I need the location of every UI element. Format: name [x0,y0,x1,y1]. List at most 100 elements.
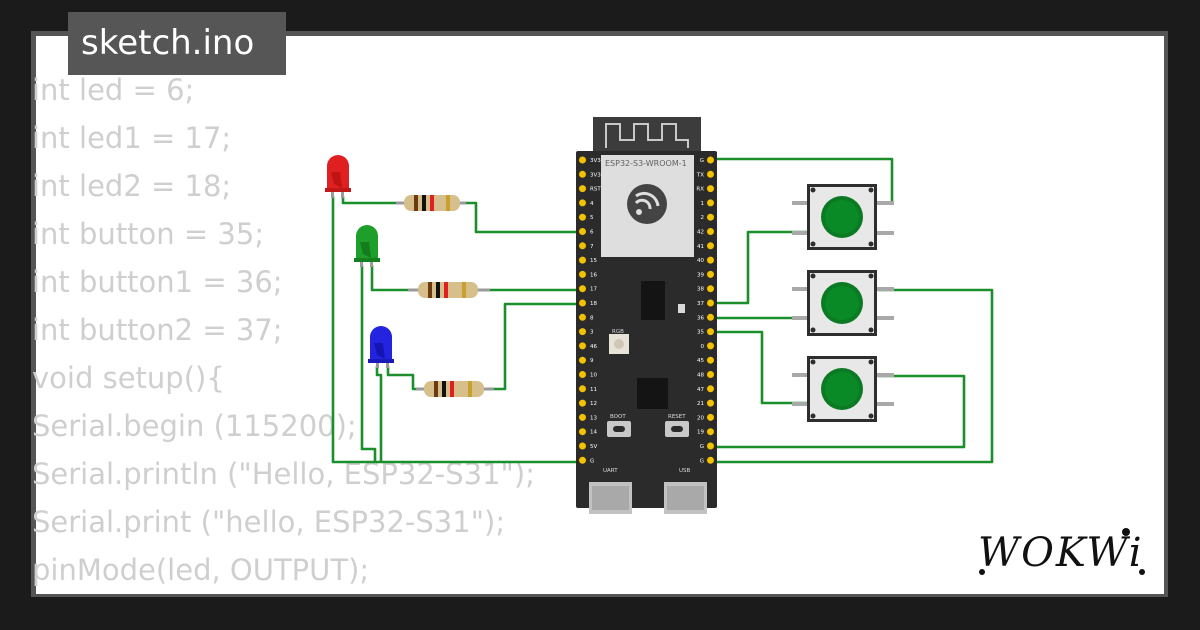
right-pin-label: 47 [697,387,704,393]
led-red[interactable] [325,155,351,198]
left-pin-pad[interactable] [579,185,586,193]
right-pin-pad[interactable] [707,328,714,336]
left-pin-pad[interactable] [579,328,586,336]
right-pin-label: TX [696,172,704,178]
left-pin-pad[interactable] [579,399,586,407]
right-pin-pad[interactable] [707,270,714,278]
right-pin-pad[interactable] [707,385,714,393]
right-pin-label: 21 [697,401,704,407]
left-pin-pad[interactable] [579,299,586,307]
left-pin-label: 15 [590,258,597,264]
left-pin-pad[interactable] [579,199,586,207]
left-pin-pad[interactable] [579,385,586,393]
rgb-label: RGB [612,329,624,335]
right-pin-label: G [700,444,704,450]
wire-blue-led-gnd [375,366,383,462]
left-pin-label: 5 [590,215,594,221]
right-pin-pad[interactable] [707,256,714,264]
right-pin-pad[interactable] [707,356,714,364]
right-pin-label: 1 [701,201,705,207]
left-pin-pad[interactable] [579,371,586,378]
left-pin-label: 3V3 [590,172,601,178]
right-pin-pad[interactable] [707,185,714,193]
code-background: int led = 6; int led1 = 17; int led2 = 1… [32,66,535,594]
left-pin-label: 11 [590,387,597,393]
wire-gnd-button2 [712,288,994,464]
wokwi-logo-text: WOKWi [978,530,1144,576]
left-pin-label: 14 [590,430,597,436]
left-pin-pad[interactable] [579,242,586,250]
left-pin-label: G [590,458,594,464]
right-pin-pad[interactable] [707,199,714,207]
right-pin-label: 41 [697,244,704,250]
right-pin-pad[interactable] [707,428,714,436]
usb-bridge-chip [641,281,665,320]
right-pin-pad[interactable] [707,313,714,321]
file-tab-label: sketch.ino [81,23,255,63]
left-pin-pad[interactable] [579,442,586,450]
left-pin-pad[interactable] [579,213,586,221]
left-pin-pad[interactable] [579,156,586,164]
resistor-1[interactable] [396,195,466,211]
left-pin-pad[interactable] [579,285,586,293]
left-pin-label: 6 [590,230,594,236]
left-pin-pad[interactable] [579,413,586,421]
right-pin-label: 2 [701,215,705,221]
wire-red-led-gnd [331,196,584,464]
left-pin-label: 7 [590,244,594,250]
push-button-2[interactable] [792,270,894,336]
left-pin-pad[interactable] [579,256,586,264]
wire-blue-led-resistor [386,366,420,391]
left-pin-label: 4 [590,201,594,207]
resistor-2[interactable] [408,282,490,298]
code-line: int button = 35; [32,217,265,251]
right-pin-pad[interactable] [707,399,714,407]
code-line: int led = 6; [32,73,195,107]
antenna-trace [605,123,689,148]
right-pin-pad[interactable] [707,285,714,293]
left-pin-pad[interactable] [579,342,586,350]
right-pin-label: 48 [697,373,704,379]
wire-green-led-resistor [370,265,412,292]
left-pin-label: 3V3 [590,158,601,164]
right-pin-pad[interactable] [707,342,714,350]
led-green[interactable] [354,225,380,267]
right-pin-pad[interactable] [707,213,714,221]
usb-label: USB [679,468,691,474]
left-pin-pad[interactable] [579,428,586,436]
right-pin-pad[interactable] [707,442,714,450]
file-tab[interactable]: sketch.ino [68,12,286,75]
page-bottom-band [0,597,1200,630]
left-pin-pad[interactable] [579,356,586,364]
right-pin-pad[interactable] [707,456,714,464]
wires [331,157,994,464]
left-pin-pad[interactable] [579,270,586,278]
right-pin-pad[interactable] [707,371,714,378]
push-button-3[interactable] [792,356,894,422]
left-pin-pad[interactable] [579,456,586,464]
right-pin-pad[interactable] [707,228,714,235]
led-blue[interactable] [368,326,394,368]
esp32-s3-board[interactable]: ESP32-S3-WROOM-1 RGB BOOT RESET UART USB… [576,117,717,514]
right-pin-pad[interactable] [707,299,714,307]
left-pin-pad[interactable] [579,228,586,235]
wire-green-led-gnd [360,265,377,462]
right-pin-pad[interactable] [707,242,714,250]
code-line: int button1 = 36; [32,265,283,299]
right-pin-pad[interactable] [707,170,714,178]
right-pin-label: 40 [697,258,704,264]
left-pin-pad[interactable] [579,313,586,321]
left-pin-pad[interactable] [579,170,586,178]
regulator-chip [637,378,668,409]
uart-label: UART [603,468,618,474]
right-pin-label: G [700,158,704,164]
wire-red-led-resistor [341,196,400,205]
left-pin-label: RST [590,187,601,193]
right-pin-pad[interactable] [707,413,714,421]
right-pin-pad[interactable] [707,156,714,164]
push-button-1[interactable] [792,184,894,250]
code-line: int button2 = 37; [32,313,283,347]
resistor-3[interactable] [416,381,494,397]
